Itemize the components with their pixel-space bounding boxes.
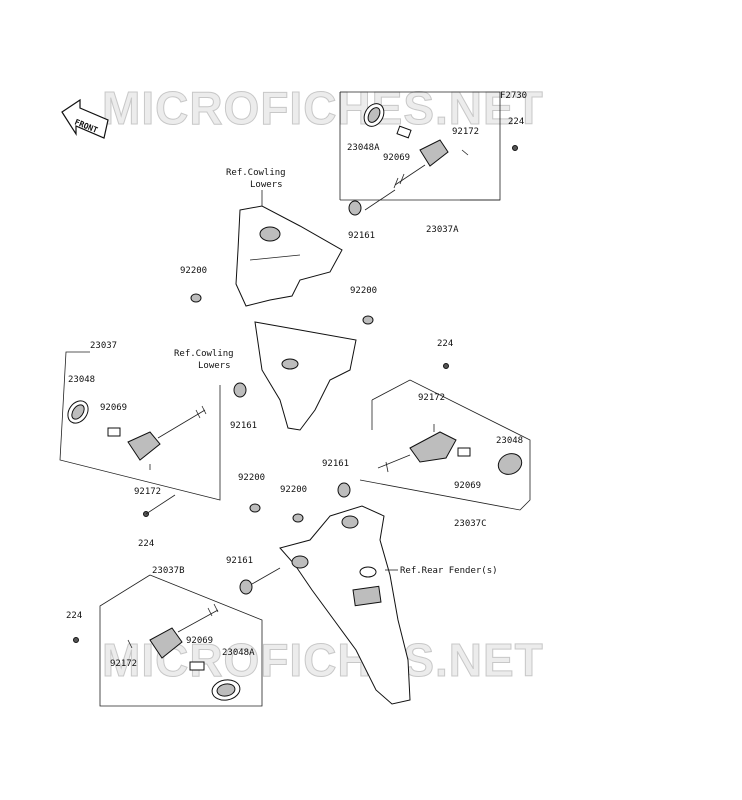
label-23048A-bottom: 23048A <box>222 648 255 658</box>
washer-92200-mid-left-icon <box>249 503 261 513</box>
label-23037: 23037 <box>90 341 117 351</box>
label-92172-right: 92172 <box>418 393 445 403</box>
label-92161-right: 92161 <box>322 459 349 469</box>
label-92172-top: 92172 <box>452 127 479 137</box>
ref-rear-fender: Ref.Rear Fender(s) <box>400 566 498 576</box>
ref-cowling-lower-line1: Ref.Cowling <box>174 349 234 359</box>
label-92069-bottom: 92069 <box>186 636 213 646</box>
bulb-92069-left-icon <box>107 427 121 437</box>
label-224-right: 224 <box>437 339 453 349</box>
ref-cowling-upper-line2: Lowers <box>250 180 283 190</box>
signal-housing-right-icon <box>409 431 457 463</box>
washer-92200-mid-right-icon <box>292 513 304 523</box>
bulb-92069-bottom-icon <box>189 661 205 671</box>
label-92069-right: 92069 <box>454 481 481 491</box>
label-92200-upper-left: 92200 <box>180 266 207 276</box>
label-92200-mid-right: 92200 <box>280 485 307 495</box>
washer-92200-right-icon <box>362 315 374 325</box>
assembly-23037A: 23048A 92069 92172 224 23037A <box>339 91 524 235</box>
signal-housing-icon <box>419 139 449 167</box>
label-92161-left: 92161 <box>230 421 257 431</box>
label-23037B: 23037B <box>152 566 185 576</box>
label-23048A-top: 23048A <box>347 143 380 153</box>
label-224-bottom: 224 <box>66 611 82 621</box>
bolt-224-right-icon <box>443 363 449 369</box>
signal-housing-left-icon <box>127 431 161 461</box>
label-92172-left: 92172 <box>134 487 161 497</box>
rear-fender-icon <box>279 505 411 705</box>
lens-23048-right-icon <box>497 453 523 475</box>
grommet-92161-top-icon <box>348 200 362 216</box>
label-23037A: 23037A <box>426 225 459 235</box>
label-23048-right: 23048 <box>496 436 523 446</box>
label-92172-bottom: 92172 <box>110 659 137 669</box>
label-23048-left: 23048 <box>68 375 95 385</box>
label-92161-top: 92161 <box>348 231 375 241</box>
bulb-92069-right-icon <box>457 447 471 457</box>
label-92069-left: 92069 <box>100 403 127 413</box>
washer-92200-left-icon <box>190 293 202 303</box>
grommet-92161-left-icon <box>233 382 247 398</box>
bolt-224-bottom-icon <box>73 637 79 643</box>
grommet-92161-bottom-icon <box>239 579 253 595</box>
label-92200-mid-left: 92200 <box>238 473 265 483</box>
watermark-top: MICROFICHES.NET <box>102 82 544 134</box>
assembly-23037C: 224 92172 23048 92069 23037C <box>359 339 531 529</box>
upper-cowling-icon <box>235 205 343 307</box>
label-92161-bottom: 92161 <box>226 556 253 566</box>
figure-code: F2730 <box>500 91 527 101</box>
lower-cowling-icon <box>254 321 357 431</box>
bulb-92069-icon <box>396 125 412 139</box>
ref-cowling-upper-line1: Ref.Cowling <box>226 168 286 178</box>
label-92200-upper-right: 92200 <box>350 286 377 296</box>
assembly-23037B: 23037B 224 92069 23048A 92172 <box>66 566 263 707</box>
label-224-top: 224 <box>508 117 524 127</box>
bolt-224-icon <box>512 145 518 151</box>
assembly-23037: 23037 23048 92069 92172 224 <box>59 341 221 549</box>
label-92069-top: 92069 <box>383 153 410 163</box>
signal-housing-bottom-icon <box>149 627 183 659</box>
label-224-left: 224 <box>138 539 154 549</box>
grommet-92161-right-icon <box>337 482 351 498</box>
ref-cowling-lower-line2: Lowers <box>198 361 231 371</box>
label-23037C: 23037C <box>454 519 487 529</box>
